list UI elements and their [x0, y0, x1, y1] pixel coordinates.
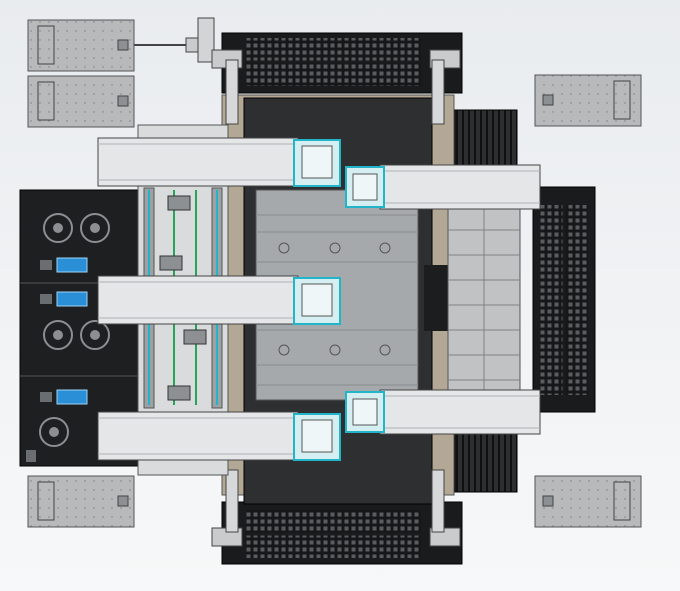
conveyor-right-1 — [345, 164, 541, 210]
control-box-bottom-left — [27, 475, 135, 528]
frame-columns — [225, 59, 445, 533]
control-box-top-right — [534, 74, 642, 127]
conveyor-right-2 — [345, 389, 541, 435]
mesh-panel-right — [532, 186, 596, 413]
control-box-top-left-2 — [27, 75, 135, 128]
control-box-bottom-right — [534, 475, 642, 528]
mesh-panel-bottom — [211, 501, 463, 565]
conveyor-left-2 — [97, 275, 341, 325]
control-box-top-left-1 — [27, 19, 135, 72]
conveyor-left-3 — [97, 411, 341, 461]
conveyor-left-1 — [97, 137, 341, 187]
mesh-panel-top — [211, 32, 463, 94]
cassette-right — [447, 179, 521, 431]
cable-link — [134, 17, 215, 63]
